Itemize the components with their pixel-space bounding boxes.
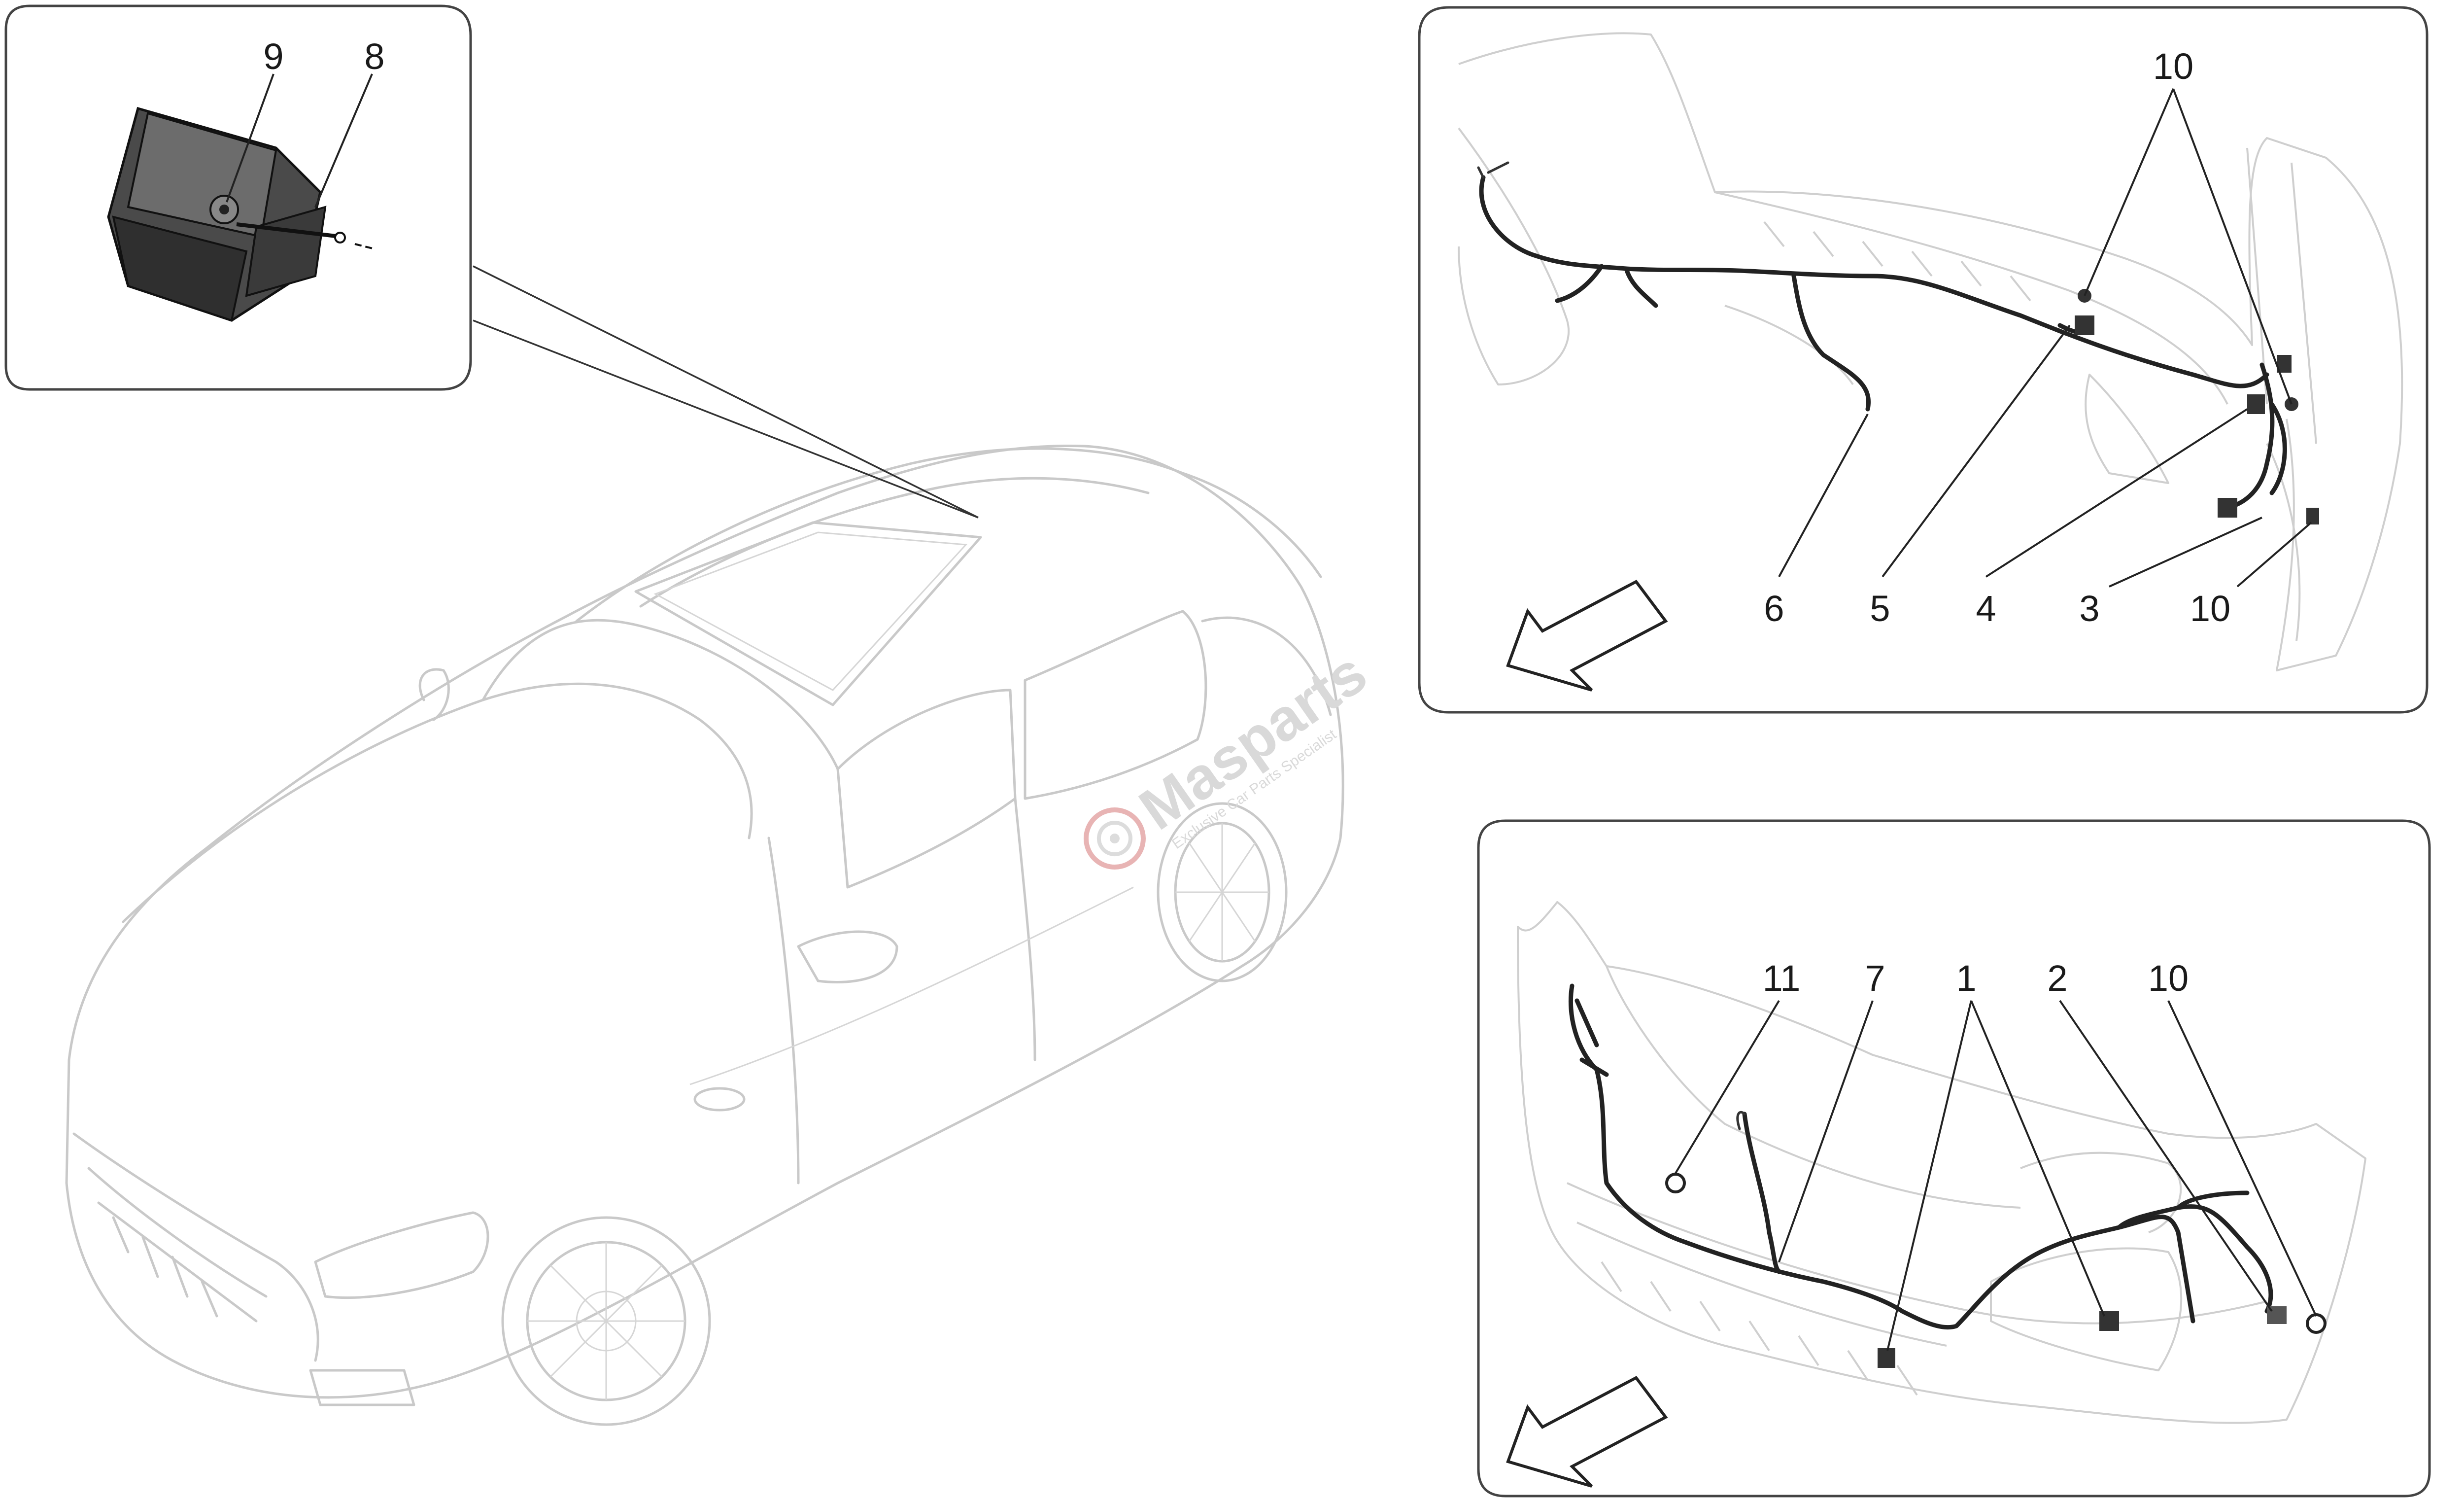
- control-module: [107, 106, 375, 322]
- callout-10-front: 10: [2148, 958, 2189, 999]
- front-harness: [1569, 983, 2327, 1368]
- watermark: Masparts Exclusive Car Parts Specialist: [1083, 639, 1378, 870]
- leader-1a: [1886, 1000, 1972, 1351]
- callout-10-rear-top: 10: [2153, 46, 2193, 87]
- callout-8: 8: [364, 36, 384, 77]
- front-bumper-panel: 11 7 1 2 10: [1477, 819, 2431, 1498]
- leader-10-rear-b: [2172, 88, 2293, 405]
- leader-2: [2059, 1000, 2273, 1312]
- leader-1b: [1970, 1000, 2105, 1317]
- callout-7: 7: [1865, 958, 1885, 999]
- leader-11: [1675, 1000, 1780, 1174]
- direction-arrow-front: [1506, 1376, 1668, 1488]
- callout-5: 5: [1870, 588, 1890, 629]
- callout-6: 6: [1764, 588, 1784, 629]
- callout-10-rear-bottom: 10: [2190, 588, 2230, 629]
- watermark-logo-icon: [1083, 807, 1146, 870]
- leader-5: [1882, 324, 2071, 578]
- leader-4: [1985, 408, 2248, 578]
- rear-harness: [1477, 161, 2319, 524]
- front-bumper-outline: [1517, 901, 2366, 1424]
- callout-1: 1: [1956, 958, 1976, 999]
- leader-10-front: [2167, 1000, 2317, 1317]
- rear-bumper-outline: [1458, 32, 2403, 671]
- leader-7: [1778, 1000, 1874, 1262]
- callout-4: 4: [1976, 588, 1996, 629]
- leader-6: [1778, 414, 1869, 577]
- leader-10-rear-c: [2236, 522, 2312, 588]
- callout-3: 3: [2079, 588, 2099, 629]
- direction-arrow-rear: [1506, 580, 1668, 692]
- zoom-lines: [473, 265, 979, 519]
- leader-8: [314, 73, 373, 208]
- callout-2: 2: [2047, 958, 2067, 999]
- leader-9: [226, 73, 274, 203]
- car-outline: [65, 444, 1344, 1426]
- leader-10-rear-a: [2084, 88, 2174, 296]
- leader-3: [2109, 517, 2262, 588]
- module-inset-panel: 9 8: [4, 4, 472, 391]
- rear-bumper-panel: 10 6 5 4 3 10: [1418, 6, 2429, 714]
- callout-9: 9: [263, 36, 283, 77]
- callout-11: 11: [1763, 958, 1801, 999]
